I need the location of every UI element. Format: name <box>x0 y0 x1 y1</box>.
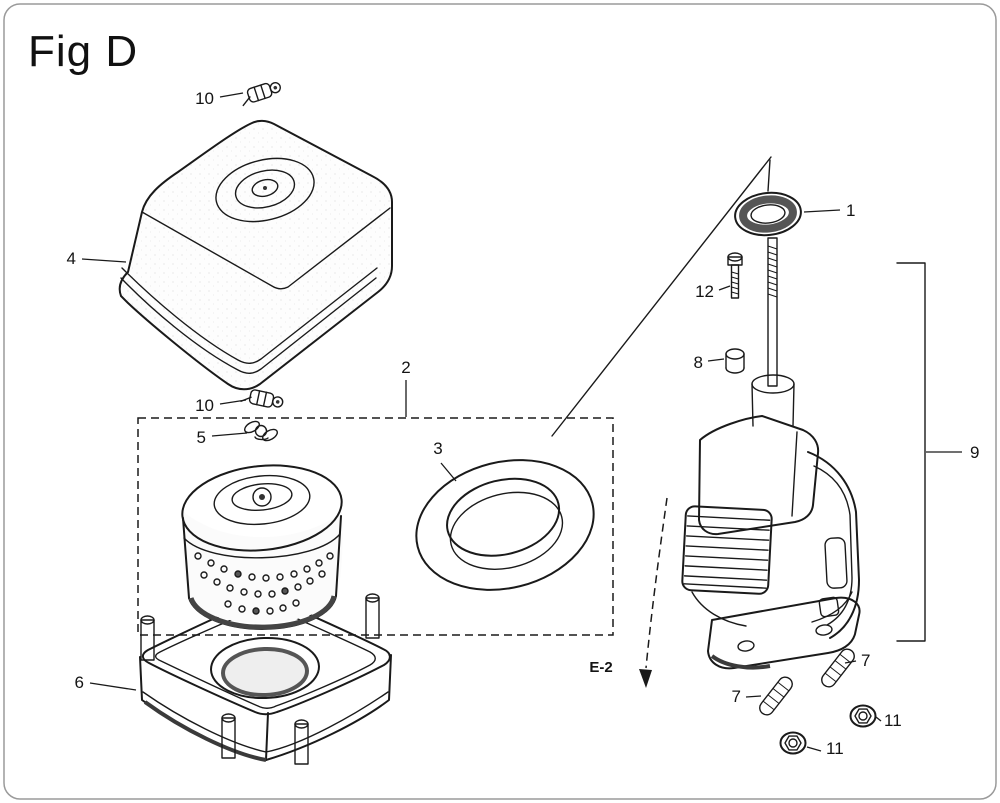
leader-part4 <box>81 258 127 263</box>
callout-3: 3 <box>433 439 442 458</box>
seal-ring <box>734 191 802 237</box>
leader-part5 <box>211 432 248 437</box>
leader-part7-left <box>745 695 762 698</box>
air-cleaner-cover <box>118 119 393 391</box>
clamp-bottom <box>240 389 284 408</box>
leader-part8 <box>707 358 725 362</box>
callout-10-top: 10 <box>195 89 214 108</box>
e2-reference-arrow <box>639 497 668 688</box>
callout-6: 6 <box>75 673 84 692</box>
callout-11-left: 11 <box>826 739 844 758</box>
callout-11-right: 11 <box>884 711 902 730</box>
callout-12: 12 <box>695 282 714 301</box>
leader-part10-bottom <box>219 399 247 405</box>
callout-1: 1 <box>846 201 855 220</box>
leader-part1 <box>803 209 841 213</box>
callout-7-left: 7 <box>732 687 741 706</box>
callout-7-right: 7 <box>861 651 870 670</box>
element-assembly-dashed-box <box>137 417 614 636</box>
leader-part12 <box>718 285 731 291</box>
air-cleaner-base <box>139 593 392 765</box>
foam-filter-element <box>415 459 595 591</box>
stud-7-left <box>759 676 793 716</box>
reference-label-e2: E-2 <box>589 659 612 676</box>
figure-title: Fig D <box>28 27 138 76</box>
clamp-top <box>242 81 282 107</box>
leader-part7-right <box>844 660 857 664</box>
stud-7-right <box>821 648 855 688</box>
leader-part3 <box>440 462 457 482</box>
flange-nut-11-right <box>849 704 877 728</box>
bracket-9 <box>896 262 926 642</box>
leader-part11-left <box>806 746 822 752</box>
page-border <box>3 3 997 800</box>
leader-part6 <box>89 682 137 691</box>
callout-2: 2 <box>401 358 410 377</box>
flange-nut-11-left <box>779 731 807 755</box>
axis-lines <box>551 156 772 437</box>
callout-8: 8 <box>694 353 703 372</box>
callouts: 4 10 10 5 2 3 1 12 8 9 6 7 7 11 11 E-2 <box>67 89 980 758</box>
bolt-12 <box>727 252 743 299</box>
leader-part10-top <box>219 92 244 98</box>
perforation-holes <box>194 552 334 615</box>
intake-body <box>681 374 861 670</box>
callout-5: 5 <box>197 428 206 447</box>
collar-8 <box>725 348 745 374</box>
callout-9: 9 <box>970 443 979 462</box>
paper-filter-element <box>181 464 343 630</box>
callout-4: 4 <box>67 249 76 268</box>
leader-part11-right <box>875 716 882 722</box>
wing-nut <box>244 420 278 442</box>
stud-rod <box>767 237 778 387</box>
callout-10-bottom: 10 <box>195 396 214 415</box>
